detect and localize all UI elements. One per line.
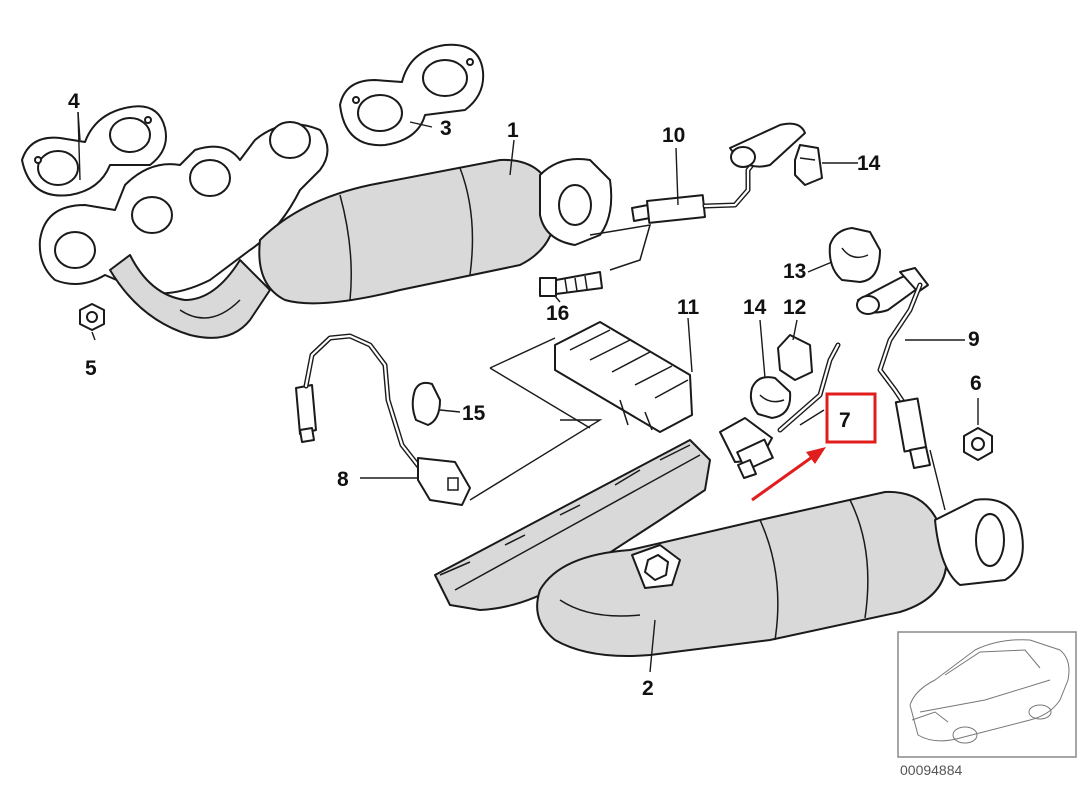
clip-part-14-lower xyxy=(749,376,792,419)
catalytic-converter-part-2 xyxy=(434,439,1024,657)
highlight-callout-7: 7 xyxy=(751,392,877,502)
leader-lines xyxy=(77,111,979,673)
clip-part-13 xyxy=(828,227,881,283)
highlight-arrow-icon xyxy=(751,453,816,502)
callout-label-2: 2 xyxy=(642,677,654,700)
highlight-box xyxy=(825,392,877,444)
clip-part-12 xyxy=(777,334,813,381)
clip-part-15 xyxy=(411,381,441,426)
callout-label-13: 13 xyxy=(783,260,806,283)
oxygen-sensor-part-9 xyxy=(856,267,931,469)
callout-label-4: 4 xyxy=(68,90,80,113)
clip-part-14-upper xyxy=(794,144,823,186)
callout-label-14-upper: 14 xyxy=(857,152,881,175)
callout-labels: 1 2 3 4 5 6 8 9 10 11 12 13 14 14 15 16 xyxy=(68,90,982,700)
nut-part-5 xyxy=(79,303,105,331)
callout-label-14-lower: 14 xyxy=(743,296,767,319)
gasket-part-4 xyxy=(21,105,167,197)
wiring-holder-part-11 xyxy=(489,321,693,433)
callout-label-16: 16 xyxy=(546,302,569,325)
bolt-part-16 xyxy=(539,271,603,297)
callout-label-7: 7 xyxy=(839,409,851,432)
gasket-part-3 xyxy=(339,43,485,147)
callout-label-5: 5 xyxy=(85,357,97,380)
callout-label-8: 8 xyxy=(337,468,349,491)
oxygen-sensor-part-8 xyxy=(295,333,471,506)
catalytic-converter-part-1 xyxy=(38,121,652,339)
oxygen-sensor-part-7 xyxy=(719,342,841,479)
oxygen-sensor-part-10 xyxy=(631,122,806,224)
plug-part-6 xyxy=(963,427,993,461)
callout-label-3: 3 xyxy=(440,117,452,140)
callout-label-9: 9 xyxy=(968,328,980,351)
callout-label-15: 15 xyxy=(462,402,486,425)
callout-label-12: 12 xyxy=(783,296,806,319)
callout-label-6: 6 xyxy=(970,372,982,395)
callout-label-10: 10 xyxy=(662,124,685,147)
document-number: 00094884 xyxy=(900,762,963,778)
car-thumbnail xyxy=(897,631,1077,758)
callout-label-1: 1 xyxy=(507,119,519,142)
callout-label-11: 11 xyxy=(677,296,700,319)
highlight-arrowhead-icon xyxy=(806,447,826,464)
